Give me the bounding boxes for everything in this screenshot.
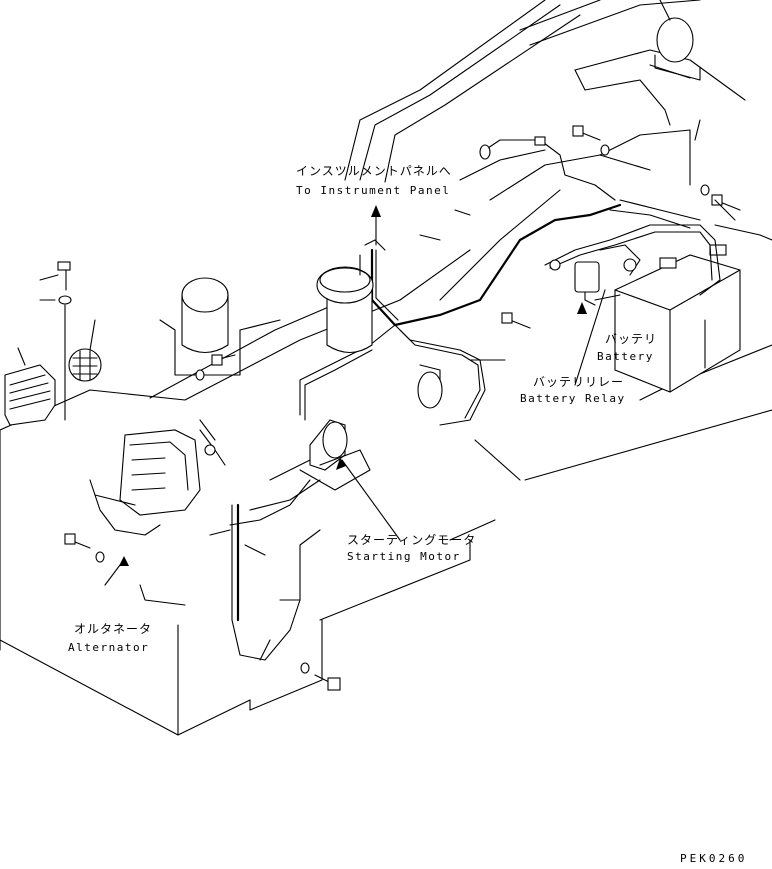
arrow-battery-relay [577,302,587,314]
work-lamp [68,348,102,382]
battery-label-en: Battery [597,350,654,363]
battery-relay-label-en: Battery Relay [520,392,626,405]
arrows [119,205,587,566]
battery-relay-label-jp: バッテリリレー [533,375,625,389]
arrow-alternator [119,556,129,566]
left-bolts [57,261,236,563]
sensor-cable-upper [479,136,616,201]
alternator-label-jp: オルタネータ [74,622,153,636]
starting-motor [229,419,371,526]
lower-harness [209,503,341,691]
engine-upper-left [159,277,281,376]
drawing-code: PEK0260 [680,852,748,865]
battery-relay [544,199,721,306]
battery [594,244,741,393]
instrument-panel-label-en: To Instrument Panel [296,184,451,197]
alternator-label-en: Alternator [68,641,150,654]
arrow-starting-motor [336,458,346,470]
right-bolts [501,125,741,329]
battery-label-jp: バッテリ [605,332,658,346]
starting-motor-label-en: Starting Motor [347,550,461,563]
arrow-up-instrument-panel [371,205,381,217]
beacon-lamp [649,0,701,81]
instrument-panel-label-jp: インスツルメントパネルへ [296,164,452,178]
intake-grille [4,347,56,426]
starting-motor-label-jp: スターティングモータ [347,533,477,547]
leader-lines [39,119,736,586]
air-cleaner [316,239,386,354]
frame-outline [0,189,772,736]
alternator [89,429,226,606]
upper-panels [344,0,772,401]
